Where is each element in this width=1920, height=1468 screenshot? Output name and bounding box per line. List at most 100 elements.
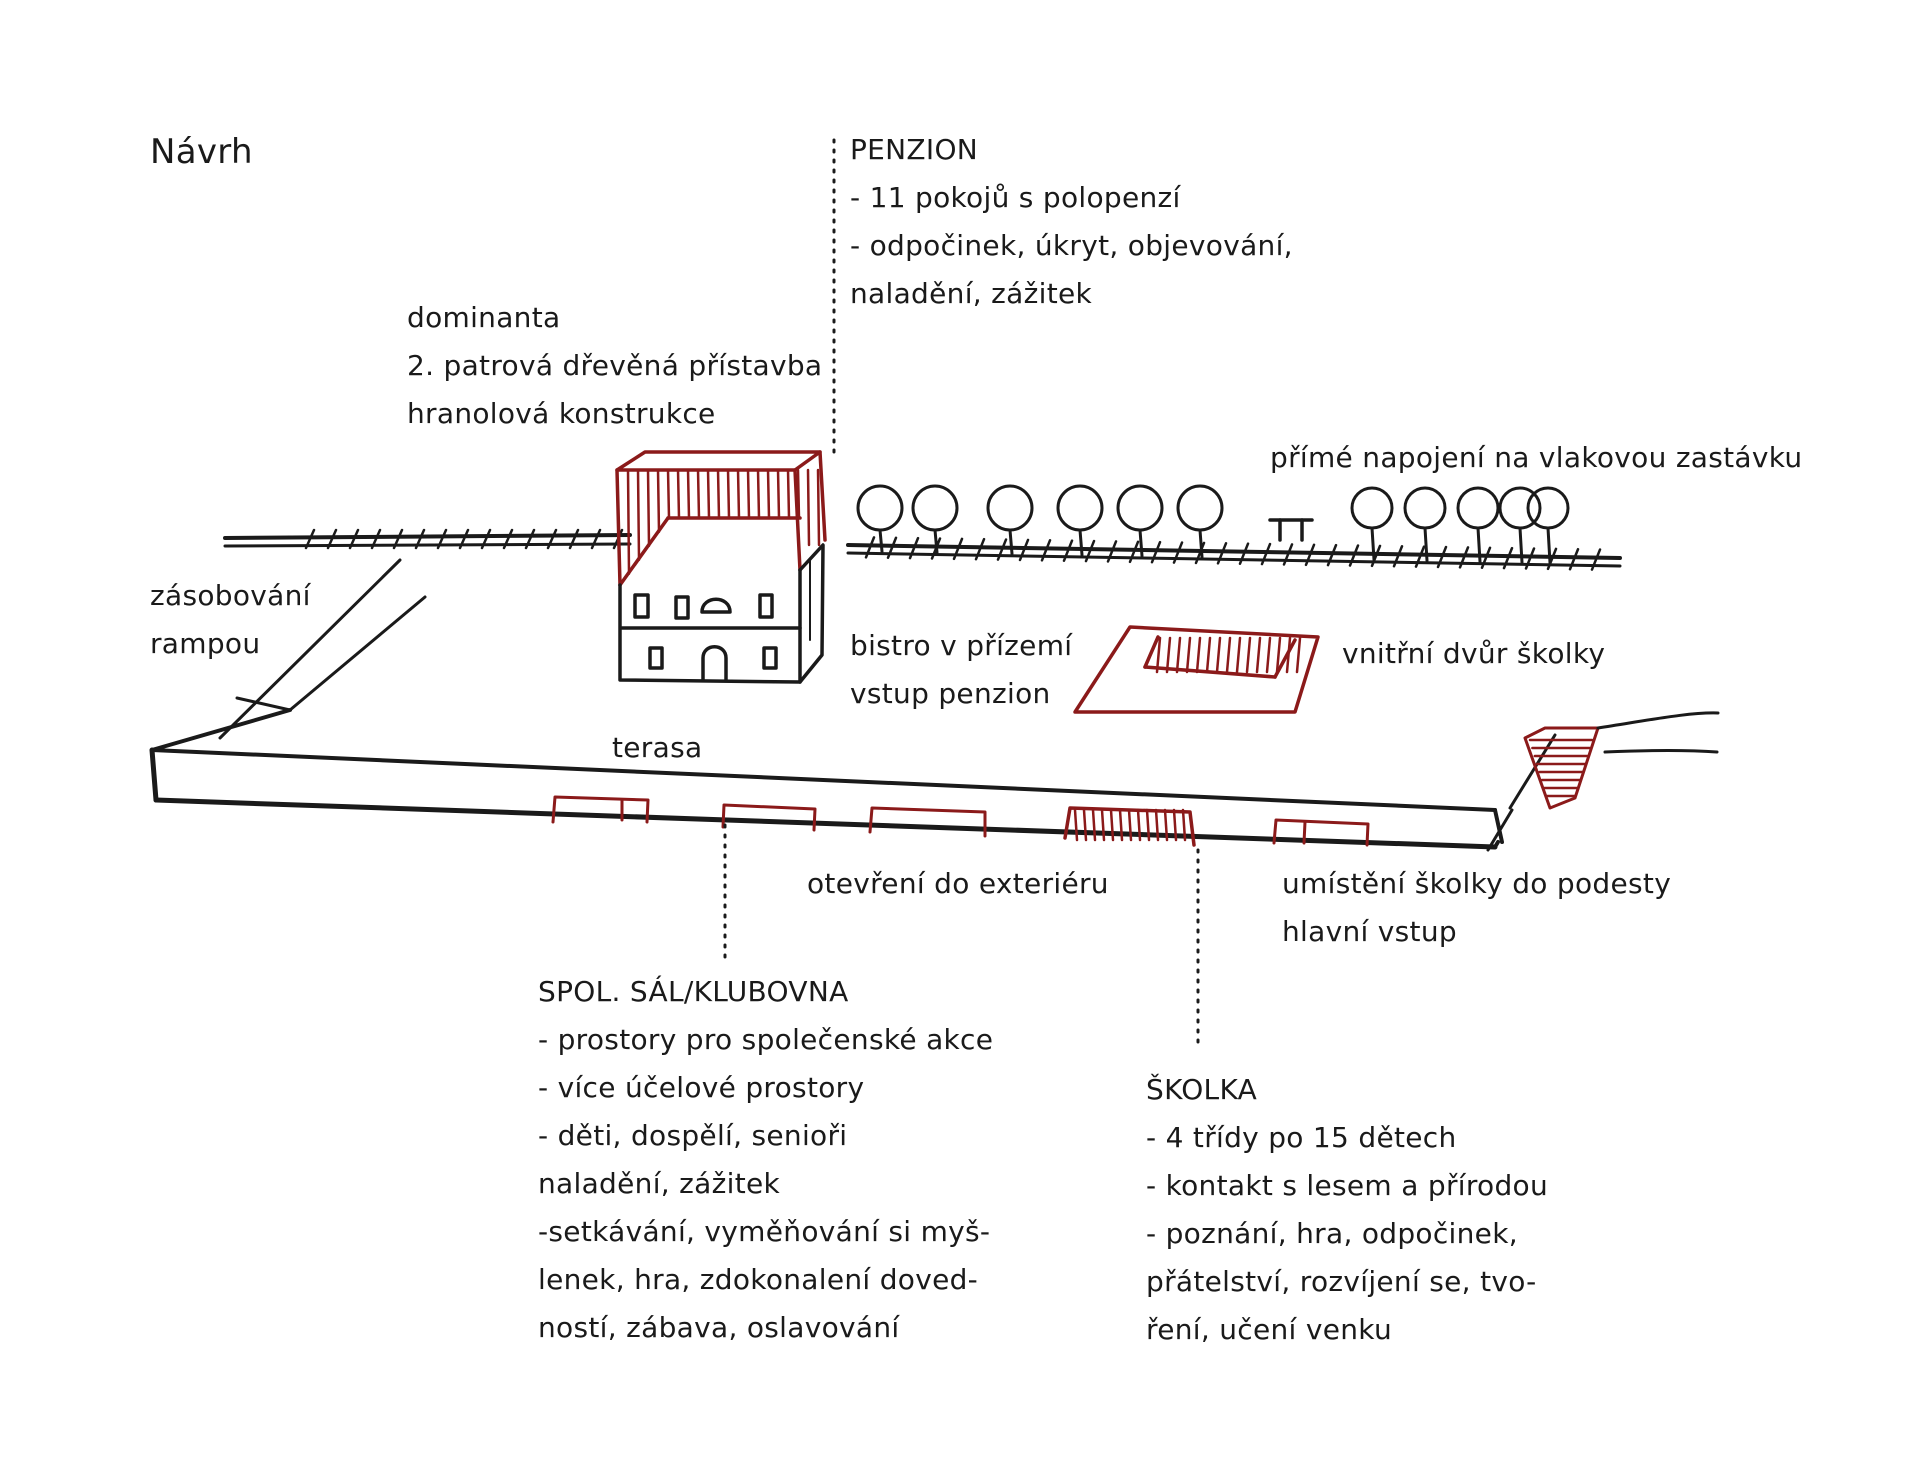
entry-slat [1127,808,1133,842]
rail-tie [1150,540,1162,564]
rail-tie [1436,545,1448,569]
tree-row [856,484,1570,565]
court-slat [1195,636,1202,674]
entry-stairs [1523,726,1600,810]
rail-tie [1546,547,1558,571]
entry-slat [1154,808,1160,842]
rail-tie [974,537,986,561]
dominanta-line: hranolová konstrukce [407,397,716,430]
rail-tie [1304,543,1316,567]
inner-courtyard [1073,625,1320,714]
rail-tie [864,536,876,559]
court-slat [1245,636,1252,674]
platform-openings [551,795,1370,847]
hall-line: -setkávání, vyměňování si myš- [538,1215,991,1248]
kindergarten-heading: ŠKOLKA [1146,1073,1258,1106]
wood-slat [776,468,781,520]
dominanta-block: dominanta 2. patrová dřevěná přístavba h… [407,294,822,438]
court-slat [1225,636,1232,674]
rail-tie [1392,545,1404,568]
wood-slat [726,468,731,520]
rail-tie [996,538,1008,561]
tree-crown [1350,486,1394,530]
kindergarten-line: - poznání, hra, odpočinek, [1146,1217,1518,1250]
page-title: Návrh [150,132,253,172]
entry-slat [1100,808,1106,842]
courtyard-label: vnitřní dvůr školky [1342,637,1606,670]
exterior-label: otevření do exteriéru [807,867,1109,900]
court-slat [1235,636,1242,674]
rail-tie [1216,542,1228,565]
rail-tie [1348,544,1360,567]
entry-slat [1082,808,1088,842]
wood-slat [696,468,701,520]
wood-slat [626,468,631,576]
hall-line: - více účelové prostory [538,1071,865,1104]
rail-tie [1040,539,1052,562]
rail-tie [1480,546,1492,569]
wood-slat [786,468,791,520]
court-slat [1265,636,1272,674]
tree-trunk [878,528,884,554]
supply-line: rampou [150,627,261,660]
court-slat [1175,636,1182,674]
rail-tie [1282,543,1294,566]
wood-slat [736,468,741,520]
rail-tie [414,528,426,550]
rail-tie [1590,548,1602,571]
rail-tie [1458,546,1470,569]
court-slat [1215,636,1222,674]
entry-slat [1163,808,1169,842]
tree-crown [1403,486,1447,530]
main-entry-label: umístění školky do podesty hlavní vstup [1282,860,1671,956]
wood-slat [756,468,761,520]
entry-line: umístění školky do podesty [1282,867,1672,900]
wood-slat [806,468,811,547]
hall-line: lenek, hra, zdokonalení doved- [538,1263,979,1296]
dominanta-line: 2. patrová dřevěná přístavba [407,349,823,382]
kindergarten-block: ŠKOLKA - 4 třídy po 15 dětech - kontakt … [1146,1066,1548,1354]
tree-trunk [1008,528,1014,556]
rail-tie [1370,544,1382,568]
entry-slat [1109,808,1115,842]
tree-trunk [1423,526,1429,563]
supply-ramp-label: zásobování rampou [150,572,311,668]
rail-tie [1172,541,1184,564]
court-slat [1275,636,1282,674]
wood-slat [796,468,801,520]
court-slat [1295,636,1302,674]
leader-lines [723,138,1200,1052]
entry-slat [1145,808,1151,842]
rail-tie [1084,539,1096,563]
penzion-line: - 11 pokojů s polopenzí [850,181,1181,214]
hall-line: ností, zábava, oslavování [538,1311,900,1344]
wood-slat [716,468,721,520]
court-slat [1255,636,1262,674]
rail-tie [1502,546,1514,570]
penzion-heading: PENZION [850,133,979,166]
penzion-line: - odpočinek, úkryt, objevování, [850,229,1293,262]
wood-slat [746,468,751,520]
platform [149,708,1557,852]
wood-slat [766,468,771,520]
rail-tie [1260,542,1272,566]
rail-tie [1414,545,1426,568]
rail-tie [502,528,514,550]
wooden-extension [615,450,827,587]
rail-tie [1568,547,1580,571]
ground-floor [618,543,825,684]
bistro-label: bistro v přízemí vstup penzion [850,622,1072,718]
wood-slat [656,468,661,534]
entry-slat [1136,808,1142,842]
kindergarten-line: - kontakt s lesem a přírodou [1146,1169,1549,1202]
wood-slat [706,468,711,520]
wood-slat [666,468,671,520]
rail-tie [1106,540,1118,563]
entry-line: hlavní vstup [1282,915,1457,948]
kindergarten-line: přátelství, rozvíjení se, tvo- [1146,1265,1537,1298]
rail-tie [348,528,360,550]
supply-ramp [218,558,427,740]
tree-trunk [1138,528,1144,558]
wood-slat [636,468,641,562]
